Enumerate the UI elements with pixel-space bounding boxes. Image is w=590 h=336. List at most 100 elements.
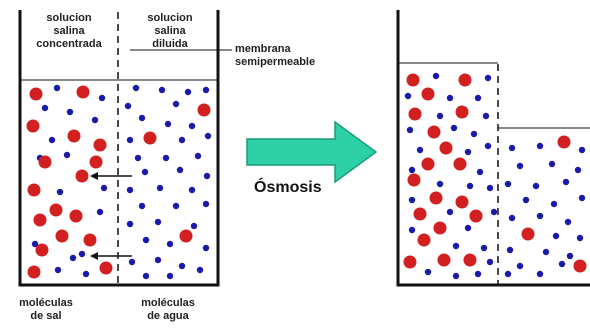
water-molecule: [505, 271, 511, 277]
water-molecule: [167, 241, 173, 247]
label-membrane: membrana semipermeable: [235, 43, 355, 69]
salt-molecule: [522, 228, 535, 241]
water-molecule: [553, 233, 559, 239]
salt-molecule: [422, 158, 435, 171]
salt-molecule: [418, 234, 431, 247]
salt-molecule: [414, 208, 427, 221]
salt-molecule: [56, 230, 69, 243]
water-molecule: [173, 203, 179, 209]
beaker-after: [398, 10, 590, 285]
salt-molecule: [76, 170, 89, 183]
beaker-before: [20, 10, 232, 285]
water-molecule: [447, 209, 453, 215]
salt-molecule: [430, 192, 443, 205]
water-molecule: [139, 115, 145, 121]
label-water-molecules: moléculas de agua: [128, 297, 208, 323]
water-molecule: [142, 169, 148, 175]
water-molecule: [185, 89, 191, 95]
label-concentrated: solucion salina concentrada: [24, 12, 114, 51]
water-molecule: [177, 167, 183, 173]
water-molecule: [485, 143, 491, 149]
water-flow-arrow: [90, 252, 132, 260]
salt-molecule: [459, 74, 472, 87]
water-molecule: [437, 113, 443, 119]
water-molecule: [163, 155, 169, 161]
water-molecule: [559, 261, 565, 267]
water-molecule: [509, 215, 515, 221]
salt-molecule: [407, 74, 420, 87]
water-molecule: [55, 267, 61, 273]
water-molecule: [92, 117, 98, 123]
water-molecule: [475, 271, 481, 277]
salt-molecule: [28, 266, 41, 279]
water-molecule: [195, 153, 201, 159]
salt-molecule: [198, 104, 211, 117]
water-molecule: [453, 273, 459, 279]
water-molecule: [101, 185, 107, 191]
water-molecule: [543, 249, 549, 255]
salt-molecule: [470, 210, 483, 223]
water-molecule: [79, 251, 85, 257]
water-molecule: [517, 163, 523, 169]
salt-molecule: [50, 204, 63, 217]
salt-molecule: [422, 88, 435, 101]
water-molecule: [505, 181, 511, 187]
salt-molecule: [94, 139, 107, 152]
process-arrow: [247, 122, 376, 182]
salt-molecule: [440, 142, 453, 155]
water-molecule: [465, 149, 471, 155]
water-molecule: [205, 133, 211, 139]
water-molecule: [409, 167, 415, 173]
water-molecule: [99, 95, 105, 101]
salt-molecule: [100, 262, 113, 275]
salt-molecule: [180, 230, 193, 243]
water-molecule: [179, 137, 185, 143]
water-molecule: [565, 219, 571, 225]
water-molecule: [579, 147, 585, 153]
water-molecule: [189, 187, 195, 193]
water-molecule: [70, 255, 76, 261]
water-molecule: [575, 167, 581, 173]
water-molecule: [127, 187, 133, 193]
water-molecule: [577, 235, 583, 241]
water-molecule: [407, 127, 413, 133]
salt-molecule: [68, 130, 81, 143]
water-molecule: [155, 257, 161, 263]
salt-molecule: [428, 126, 441, 139]
water-molecule: [567, 253, 573, 259]
water-molecule: [203, 201, 209, 207]
water-molecule: [49, 137, 55, 143]
water-molecule: [155, 219, 161, 225]
water-molecule: [537, 213, 543, 219]
salt-molecule: [409, 108, 422, 121]
water-molecule: [143, 237, 149, 243]
water-molecule: [425, 269, 431, 275]
water-molecule: [165, 121, 171, 127]
water-molecule: [551, 201, 557, 207]
salt-molecule: [84, 234, 97, 247]
beaker-before-walls: [20, 10, 218, 285]
water-molecule: [204, 173, 210, 179]
water-molecule: [157, 185, 163, 191]
water-molecule: [447, 95, 453, 101]
salt-molecule: [464, 254, 477, 267]
water-molecule: [125, 103, 131, 109]
water-molecule: [83, 271, 89, 277]
water-molecule: [485, 75, 491, 81]
water-molecule: [203, 245, 209, 251]
label-salt-molecules: moléculas de sal: [6, 297, 86, 323]
water-molecule: [481, 245, 487, 251]
water-molecule: [453, 243, 459, 249]
salt-molecule: [28, 184, 41, 197]
water-molecule: [191, 223, 197, 229]
salt-molecule: [77, 86, 90, 99]
water-molecule: [409, 227, 415, 233]
water-molecule: [197, 267, 203, 273]
water-molecule: [487, 185, 493, 191]
salt-molecule: [70, 210, 83, 223]
salt-molecule: [90, 156, 103, 169]
water-molecule: [127, 221, 133, 227]
salt-molecule: [30, 88, 43, 101]
water-molecule: [159, 87, 165, 93]
water-molecule: [465, 225, 471, 231]
